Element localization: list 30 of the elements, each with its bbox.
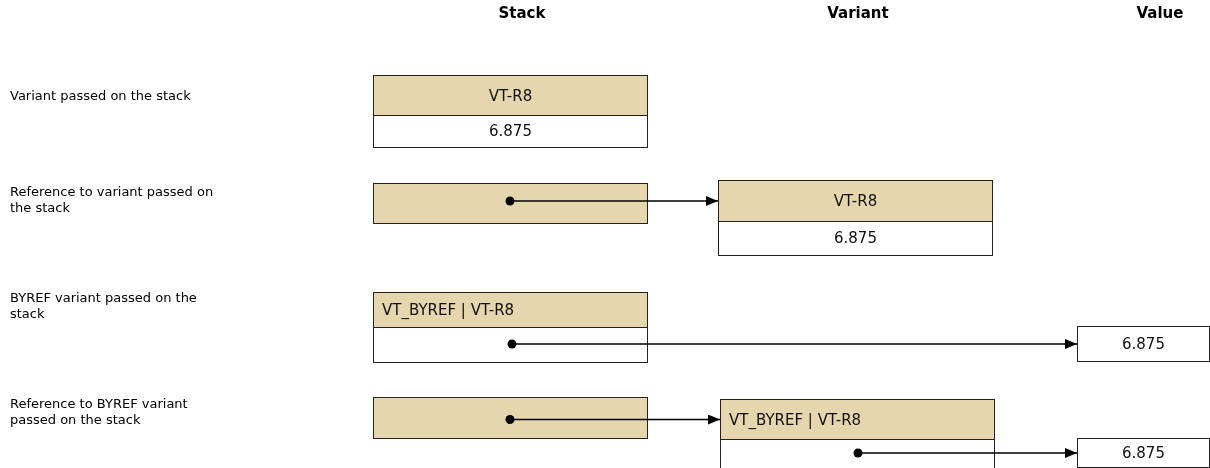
pointer-cell: [373, 183, 648, 224]
value-cell: [373, 75, 648, 116]
cell-text: VT_BYREF | VT-R8: [729, 410, 862, 429]
cell-text: VT_BYREF | VT-R8: [382, 301, 515, 319]
row-label: Reference to BYREF variant passed on the stack: [10, 396, 189, 428]
pointer-arrow: [505, 414, 721, 425]
value-cell: [1077, 438, 1210, 468]
row-label: Variant passed on the stack: [10, 88, 192, 104]
value-cell: [718, 180, 993, 222]
pointer-cell: [373, 397, 648, 439]
cell-text: VT-R8: [833, 192, 878, 210]
column-header: Variant: [827, 4, 889, 22]
value-cell: [718, 220, 993, 256]
pointer-arrow: [507, 339, 1078, 349]
cell-text: 6.875: [834, 229, 877, 247]
cell-text: VT-R8: [488, 86, 533, 105]
value-cell: [1077, 326, 1210, 362]
value-cell: [373, 292, 648, 328]
cell-text: 6.875: [489, 122, 532, 140]
column-header: Value: [1136, 4, 1184, 22]
column-header: Stack: [498, 4, 546, 22]
pointer-arrow: [853, 448, 1078, 458]
value-cell: [373, 114, 648, 148]
cell-text: 6.875: [1122, 444, 1165, 462]
row-label: BYREF variant passed on the stack: [10, 290, 198, 322]
pointer-arrow: [505, 196, 719, 206]
value-cell: [720, 399, 995, 440]
cell-text: 6.875: [1122, 335, 1165, 353]
row-label: Reference to variant passed on the stack: [10, 184, 215, 216]
pointer-cell: [373, 326, 648, 363]
